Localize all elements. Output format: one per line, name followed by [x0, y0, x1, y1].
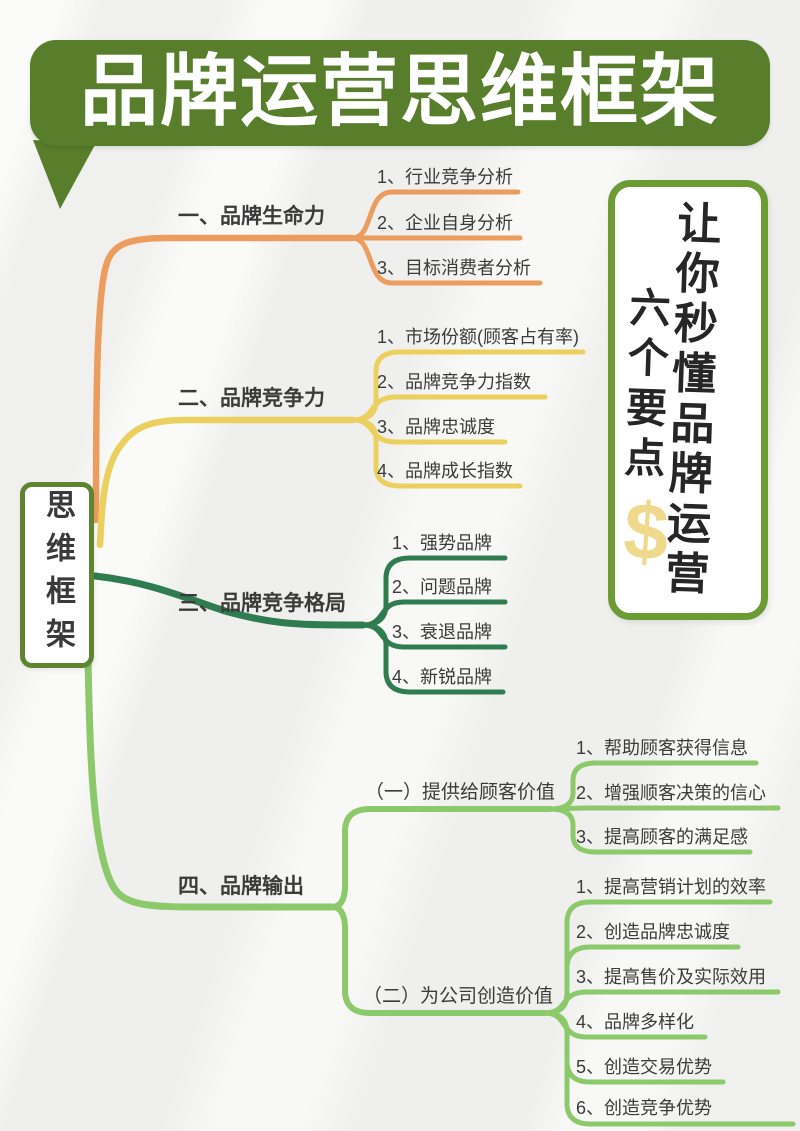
- branch4-topic: 四、品牌输出: [178, 875, 304, 898]
- branch2-child-2: 2、品牌竞争力指数: [377, 372, 532, 392]
- branch2-child-3: 3、品牌忠诚度: [377, 417, 496, 437]
- branch4-sub2-child-2: 2、创造品牌忠诚度: [576, 922, 731, 942]
- dollar-icon: $: [620, 485, 672, 578]
- branch2-lines: [96, 349, 586, 549]
- side-note-box: [608, 180, 768, 620]
- branch4-sub1-child-1: 1、帮助顾客获得信息: [576, 738, 749, 758]
- branch4-sub2-child-3: 3、提高售价及实际效用: [576, 967, 767, 987]
- branch1-child-1: 1、行业竞争分析: [377, 167, 514, 187]
- branch4-sub1-child-2: 2、增强顺客决策的信心: [576, 783, 767, 803]
- branch4-sub1-child-3: 3、提高顾客的满足感: [576, 827, 749, 847]
- page-title: 品牌运营思维框架: [79, 47, 720, 135]
- branch1-topic: 一、品牌生命力: [178, 205, 325, 228]
- branch4-sub2-child-1: 1、提高营销计划的效率: [576, 877, 767, 897]
- branch1-child-3: 3、目标消费者分析: [377, 258, 532, 278]
- branch3-child-2: 2、问题品牌: [392, 577, 493, 597]
- title-bubble: 品牌运营思维框架: [30, 40, 770, 146]
- branch3-child-4: 4、新锐品牌: [392, 667, 493, 687]
- branch2-topic: 二、品牌竞争力: [178, 387, 325, 410]
- branch3-child-1: 1、强势品牌: [392, 533, 493, 553]
- branch3-topic: 三、品牌竞争格局: [178, 592, 346, 615]
- branch4-lines: [84, 656, 796, 1127]
- branch1-lines: [92, 189, 543, 524]
- branch4-sub2-child-6: 6、创造竞争优势: [576, 1098, 713, 1118]
- branch4-sub2-child-5: 5、创造交易优势: [576, 1057, 713, 1077]
- root-node: 思维框架: [20, 482, 94, 668]
- branch3-lines: [91, 555, 508, 695]
- branch4-sub2-topic: （二）为公司创造价值: [363, 986, 554, 1007]
- branch3-child-3: 3、衰退品牌: [392, 622, 493, 642]
- branch4-sub1-topic: （一）提供给顾客价值: [365, 782, 556, 803]
- branch2-child-4: 4、品牌成长指数: [377, 461, 514, 481]
- branch1-child-2: 2、企业自身分析: [377, 213, 514, 233]
- side-note-sub-text: 六个要点: [616, 285, 670, 487]
- branch4-sub2-child-4: 4、品牌多样化: [576, 1012, 695, 1032]
- branch2-child-1: 1、市场份额(顾客占有率): [377, 327, 579, 347]
- title-bubble-tail: [33, 140, 96, 209]
- root-node-label: 思维框架: [41, 489, 74, 661]
